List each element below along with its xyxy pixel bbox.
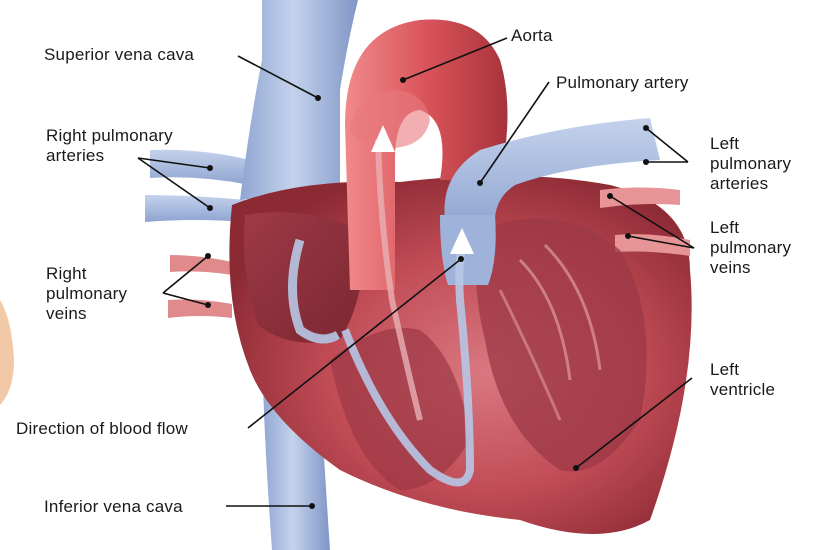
label-left-ventricle: Left ventricle: [710, 360, 775, 400]
label-inferior-vena-cava: Inferior vena cava: [44, 497, 183, 517]
label-right-pulmonary-veins: Right pulmonary veins: [46, 264, 127, 324]
label-left-pulmonary-arteries: Left pulmonary arteries: [710, 134, 791, 194]
right-atrium: [244, 212, 363, 343]
label-left-pulmonary-veins: Left pulmonary veins: [710, 218, 791, 278]
label-direction-of-blood-flow: Direction of blood flow: [16, 419, 188, 439]
label-right-pulmonary-arteries: Right pulmonary arteries: [46, 126, 173, 166]
label-superior-vena-cava: Superior vena cava: [44, 45, 194, 65]
right-pulmonary-vein-upper: [170, 255, 232, 275]
right-pulmonary-artery-lower: [145, 195, 245, 222]
skin-edge: [0, 300, 14, 405]
label-pulmonary-artery: Pulmonary artery: [556, 73, 689, 93]
superior-vena-cava-shape: [240, 0, 358, 200]
label-aorta: Aorta: [511, 26, 553, 46]
